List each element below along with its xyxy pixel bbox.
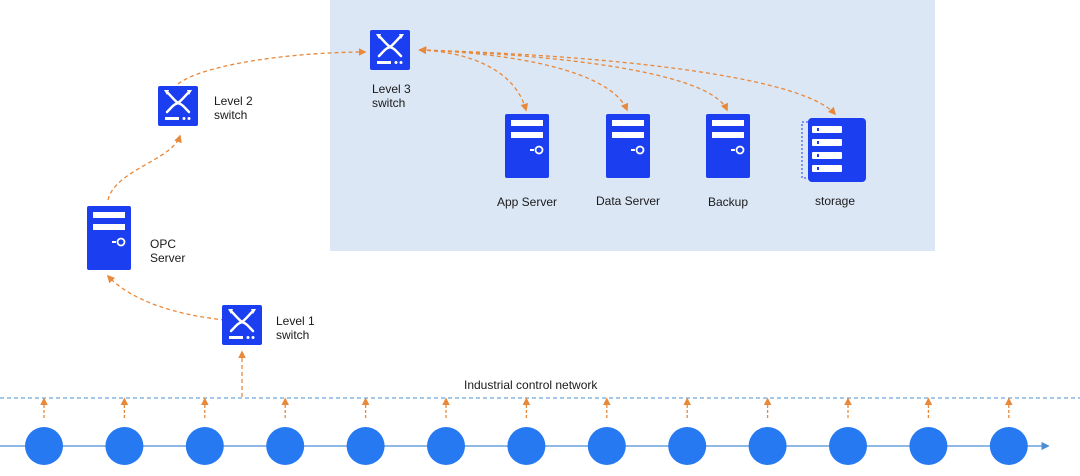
connector-level2-to-level3 — [177, 48, 367, 85]
opc-server-label: OPC Server — [150, 237, 185, 265]
storage-icon[interactable] — [801, 118, 866, 182]
level2-switch-label: Level 2 switch — [214, 94, 253, 122]
level2-switch-icon[interactable] — [158, 86, 198, 126]
network-node[interactable] — [989, 427, 1028, 465]
network-node[interactable] — [346, 427, 385, 465]
network-node[interactable] — [105, 427, 144, 465]
network-label: Industrial control network — [464, 378, 598, 392]
backup-server-icon[interactable] — [706, 114, 750, 178]
level3-switch-label-line1: Level 3 — [372, 82, 411, 96]
node-arrows — [40, 397, 1013, 418]
level1-switch-label-line1: Level 1 — [276, 314, 315, 328]
network-node[interactable] — [507, 427, 546, 465]
opc-server-label-line2: Server — [150, 251, 186, 265]
level1-switch-label-line2: switch — [276, 328, 310, 342]
opc-server-icon[interactable] — [87, 206, 131, 270]
data-server-label: Data Server — [595, 194, 661, 208]
opc-server-label-line1: OPC — [150, 237, 177, 251]
network-node[interactable] — [25, 427, 63, 465]
storage-label: storage — [814, 194, 856, 208]
connector-level1-to-opc — [106, 274, 226, 321]
level3-switch-label-line2: switch — [372, 96, 406, 110]
connector-opc-to-level2 — [107, 134, 182, 201]
network-node[interactable] — [909, 427, 948, 465]
level2-switch-label-line1: Level 2 — [214, 94, 253, 108]
connectors — [106, 46, 837, 397]
backup-label: Backup — [707, 195, 749, 209]
app-server-label: App Server — [496, 195, 558, 209]
network-node[interactable] — [748, 427, 787, 465]
level1-switch-label: Level 1 switch — [276, 314, 315, 342]
app-server-icon[interactable] — [505, 114, 549, 178]
network-nodes — [25, 427, 1028, 465]
connector-level3-to-storage — [418, 46, 837, 116]
data-server-icon[interactable] — [606, 114, 650, 178]
network-node[interactable] — [185, 427, 224, 465]
level2-switch-label-line2: switch — [214, 108, 248, 122]
network-node[interactable] — [668, 427, 707, 465]
network-node[interactable] — [427, 427, 465, 465]
network-node[interactable] — [587, 427, 626, 465]
level3-switch-icon[interactable] — [370, 30, 410, 70]
level3-switch-label: Level 3 switch — [372, 82, 411, 110]
network-node[interactable] — [266, 427, 305, 465]
network-node[interactable] — [829, 427, 867, 465]
level1-switch-icon[interactable] — [222, 305, 262, 345]
